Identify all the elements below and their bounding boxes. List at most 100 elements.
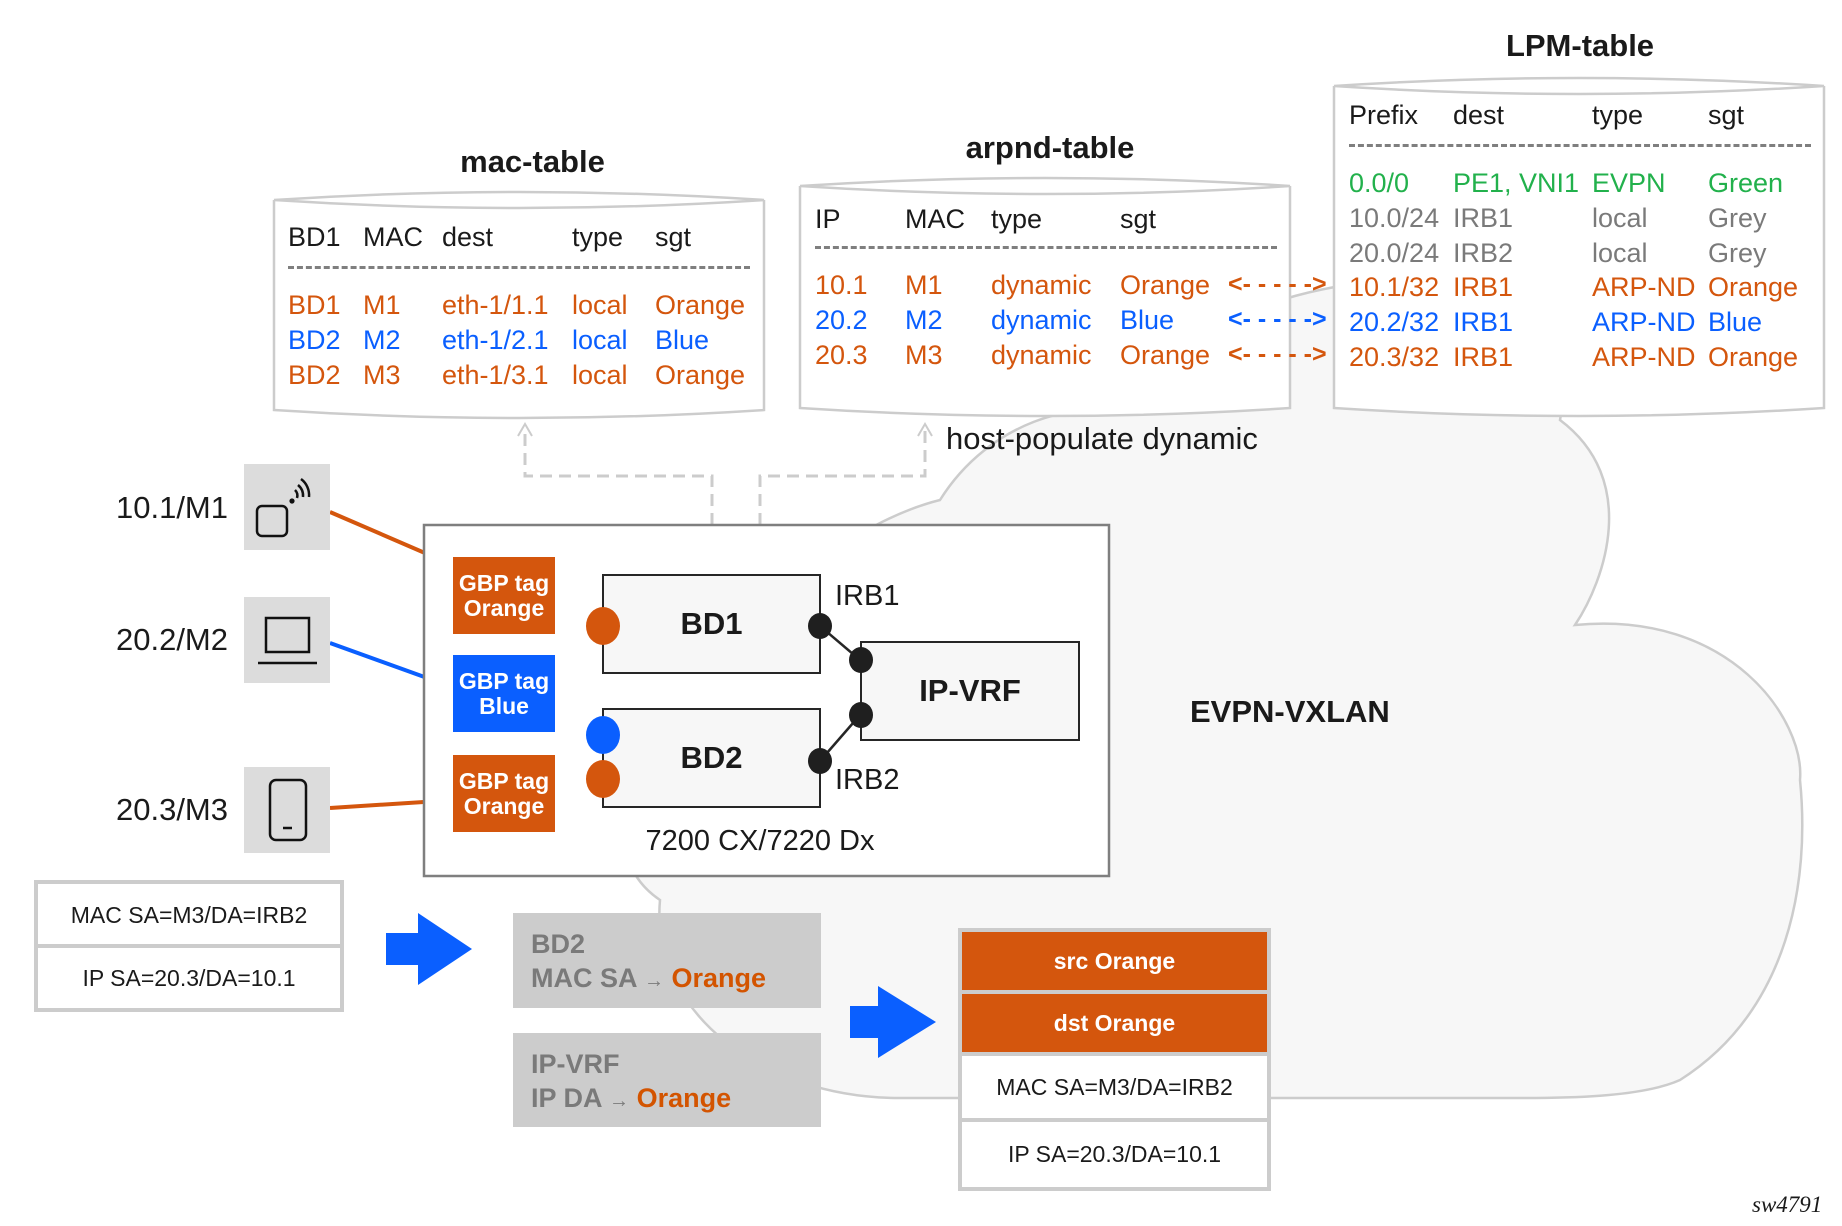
device-label-m2: 20.2/M2 (115, 622, 228, 657)
cell-prefix: 20.0/24 (1349, 238, 1440, 268)
device-m2[interactable] (244, 597, 330, 683)
router-model-label: 7200 CX/7220 Dx (645, 825, 875, 857)
sync-arrow-row-2: <- - - - -> (1228, 305, 1327, 333)
cell-mac: M1 (905, 270, 943, 300)
header-cell: IP (815, 204, 841, 234)
cell-dest: IRB1 (1453, 307, 1514, 337)
header-cell: dest (442, 222, 494, 252)
device-m1[interactable] (244, 464, 330, 550)
laptop-icon (258, 616, 317, 665)
lookup-prefix: MAC SA (531, 963, 637, 993)
cell-sgt: Orange (655, 360, 746, 390)
irb1-label: IRB1 (835, 580, 900, 612)
bd1-access-port (586, 607, 620, 645)
gbp-tag-orange-m3: GBP tag Orange (453, 755, 555, 832)
figure-id: sw4791 (1752, 1192, 1823, 1217)
lookup-result: Orange (636, 1083, 732, 1113)
cell-dest: eth-1/3.1 (442, 360, 549, 390)
header-cell: sgt (1708, 100, 1745, 130)
gbp-tag-line1: GBP tag (458, 667, 550, 694)
gbp-tag-blue-m2: GBP tag Blue (453, 655, 555, 732)
cell-mac: M2 (363, 325, 401, 355)
cell-type: local (572, 360, 628, 390)
header-divider (288, 266, 750, 269)
irb2-port (808, 748, 832, 774)
cell-dest: IRB2 (1453, 238, 1514, 268)
cell-type: dynamic (991, 305, 1092, 335)
cell-mac: M2 (905, 305, 943, 335)
cell-ip: 20.2 (815, 305, 868, 335)
table-update-connectors (523, 428, 927, 525)
src-tag-text: src Orange (1053, 947, 1176, 974)
header-cell: BD1 (288, 222, 341, 252)
ip-vrf-box[interactable]: IP-VRF (860, 641, 1080, 741)
lpm-table-title: LPM-table (1505, 28, 1655, 63)
mac-table-cylinder (272, 190, 766, 420)
cell-sgt: Grey (1708, 238, 1767, 268)
cell-type: local (572, 325, 628, 355)
cell-prefix: 20.2/32 (1349, 307, 1440, 337)
cell-prefix: 10.1/32 (1349, 272, 1440, 302)
lookup-result: Orange (671, 963, 767, 993)
cell-sgt: Blue (655, 325, 710, 355)
gbp-tag-line1: GBP tag (458, 767, 550, 794)
bd1-box[interactable]: BD1 (602, 574, 821, 674)
gbp-tag-line2: Blue (479, 692, 529, 719)
gbp-tag-line1: GBP tag (458, 569, 550, 596)
ip-vrf-label: IP-VRF (919, 673, 1021, 708)
cell-type: dynamic (991, 270, 1092, 300)
bd1-label: BD1 (680, 606, 743, 641)
vrf-irb1-port (849, 647, 873, 673)
header-cell: Prefix (1349, 100, 1419, 130)
lookup-prefix: IP DA (531, 1083, 602, 1113)
header-cell: type (572, 222, 624, 252)
cell-sgt: Green (1708, 168, 1784, 198)
device-label-m3: 20.3/M3 (115, 792, 228, 827)
input-packet-ip-header: IP SA=20.3/DA=10.1 (34, 944, 344, 1012)
cell-bd: BD1 (288, 290, 341, 320)
header-cell: type (991, 204, 1043, 234)
cell-sgt: Orange (1708, 342, 1799, 372)
cell-dest: PE1, VNI1 (1453, 168, 1580, 198)
cell-type: local (572, 290, 628, 320)
device-label-m1: 10.1/M1 (115, 490, 228, 525)
cell-dest: eth-1/1.1 (442, 290, 549, 320)
device-m3[interactable] (244, 767, 330, 853)
cell-type: local (1592, 238, 1648, 268)
arrow-icon: → (644, 970, 665, 992)
host-populate-label: host-populate dynamic (946, 421, 1258, 456)
cell-dest: eth-1/2.1 (442, 325, 549, 355)
dst-tag-text: dst Orange (1053, 1009, 1176, 1036)
lookup-bd2: BD2 MAC SA → Orange (513, 913, 821, 1008)
output-mac-header: MAC SA=M3/DA=IRB2 (962, 1056, 1267, 1118)
cell-sgt: Orange (1120, 270, 1211, 300)
gbp-tag-line2: Orange (463, 792, 545, 819)
input-packet-mac-header: MAC SA=M3/DA=IRB2 (34, 880, 344, 950)
input-mac-text: MAC SA=M3/DA=IRB2 (70, 901, 308, 928)
lpm-table-cylinder (1332, 76, 1826, 418)
cell-mac: M1 (363, 290, 401, 320)
lookup-title: BD2 (531, 929, 586, 959)
cell-type: EVPN (1592, 168, 1666, 198)
output-ip-text: IP SA=20.3/DA=10.1 (1007, 1141, 1222, 1167)
gbp-tag-line2: Orange (463, 594, 545, 621)
table-update-arrowheads (517, 422, 933, 437)
bd2-box[interactable]: BD2 (602, 708, 821, 808)
arpnd-table-title: arpnd-table (965, 130, 1135, 165)
cell-mac: M3 (905, 340, 943, 370)
irb2-label: IRB2 (835, 764, 900, 796)
lpm-table: Prefix dest type sgt 0.0/0 PE1, VNI1 EVP… (1349, 98, 1819, 398)
cell-bd: BD2 (288, 360, 341, 390)
cell-dest: IRB1 (1453, 272, 1514, 302)
irb1-port (808, 613, 832, 639)
cell-prefix: 10.0/24 (1349, 203, 1440, 233)
cell-sgt: Orange (1708, 272, 1799, 302)
bd2-access-port-blue (586, 716, 620, 754)
cloud-label: EVPN-VXLAN (1190, 694, 1390, 729)
output-mac-text: MAC SA=M3/DA=IRB2 (996, 1073, 1233, 1100)
cell-dest: IRB1 (1453, 203, 1514, 233)
header-divider (815, 246, 1277, 249)
input-ip-text: IP SA=20.3/DA=10.1 (82, 964, 296, 991)
arpnd-table: IP MAC type sgt 10.1 M1 dynamic Orange 2… (815, 202, 1285, 382)
flow-arrow-2 (850, 986, 936, 1058)
